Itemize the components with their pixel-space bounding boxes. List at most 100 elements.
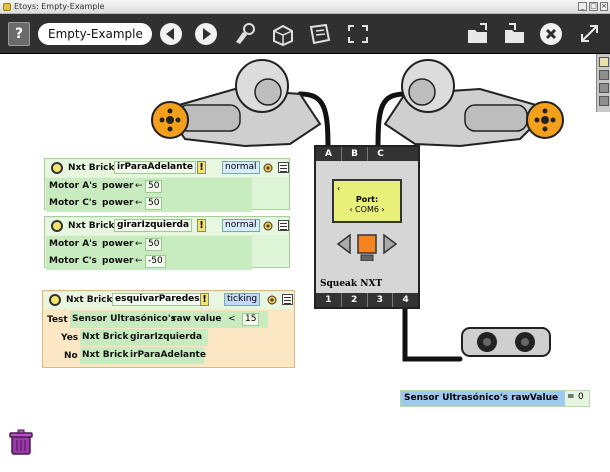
- script-run-toggle[interactable]: [51, 162, 63, 174]
- open-folder-icon[interactable]: [465, 22, 491, 46]
- script-irParaAdelante[interactable]: Nxt Brick irParaAdelante ! normal Motor …: [44, 158, 290, 212]
- row-value[interactable]: -50: [145, 255, 166, 268]
- script-run-toggle[interactable]: [49, 294, 61, 306]
- port-1-label: 1: [316, 293, 342, 307]
- yes-label: Yes: [61, 333, 79, 343]
- script-name[interactable]: esquivarParedes: [112, 293, 203, 306]
- script-row[interactable]: Motor C's power ← 50: [46, 195, 252, 212]
- paint-icon[interactable]: [232, 22, 258, 46]
- script-row[interactable]: Motor A's power ← 50: [46, 236, 252, 253]
- row-target: Motor C's: [49, 256, 97, 266]
- script-fire-button[interactable]: !: [197, 161, 206, 174]
- supplies-icon[interactable]: [270, 22, 296, 46]
- row-property[interactable]: power: [102, 198, 134, 208]
- sensor-watcher[interactable]: Sensor Ultrasónico's rawValue = 0: [400, 390, 590, 407]
- help-button[interactable]: ?: [8, 22, 30, 46]
- window-titlebar: Etoys: Empty-Example _ □ ×: [0, 0, 610, 14]
- nxt-label: Squeak NXT: [320, 279, 383, 289]
- close-window-button[interactable]: ×: [600, 2, 608, 11]
- flap-tab-tools[interactable]: [599, 70, 609, 80]
- nxt-screen-left: ‹: [337, 184, 341, 193]
- flip-icon[interactable]: [307, 22, 333, 46]
- test-value[interactable]: 15: [242, 313, 260, 326]
- menu-icon[interactable]: [282, 294, 293, 305]
- script-row[interactable]: Motor C's power ← -50: [46, 253, 252, 270]
- forward-arrow-icon: [203, 28, 211, 40]
- yes-script[interactable]: girarIzquierda: [130, 332, 203, 342]
- forward-button[interactable]: [195, 23, 217, 45]
- nxt-left-button: [336, 233, 351, 255]
- flap-tab-supplies[interactable]: [599, 57, 609, 67]
- row-value[interactable]: 50: [145, 238, 163, 251]
- help-icon: ?: [14, 26, 24, 42]
- gear-icon[interactable]: [262, 162, 274, 174]
- trash-icon[interactable]: [8, 428, 34, 456]
- expand-icon[interactable]: [577, 22, 603, 46]
- row-value[interactable]: 50: [145, 180, 163, 193]
- script-header: Nxt Brick esquivarParedes ! ticking: [44, 292, 293, 309]
- row-property[interactable]: power: [102, 256, 134, 266]
- test-label: Test: [47, 315, 68, 325]
- script-name[interactable]: girarIzquierda: [114, 219, 193, 232]
- menu-icon[interactable]: [278, 162, 289, 173]
- close-button[interactable]: [540, 23, 562, 45]
- script-run-toggle[interactable]: [51, 220, 63, 232]
- row-target: Motor A's: [49, 181, 98, 191]
- port-a-label: A: [316, 147, 342, 161]
- test-property[interactable]: raw value: [172, 314, 222, 324]
- row-target: Motor A's: [49, 239, 98, 249]
- no-script[interactable]: irParaAdelante: [130, 350, 206, 360]
- script-status-select[interactable]: ticking: [224, 293, 261, 306]
- save-folder-icon[interactable]: [502, 22, 528, 46]
- port-2-label: 2: [342, 293, 368, 307]
- minimize-button[interactable]: _: [578, 2, 587, 11]
- row-operator: ←: [135, 181, 143, 191]
- script-esquivarParedes[interactable]: Nxt Brick esquivarParedes ! ticking Test…: [42, 290, 295, 368]
- robot-illustration: [151, 59, 564, 362]
- nxt-right-button: [383, 233, 398, 255]
- test-target: Sensor Ultrasónico's: [72, 314, 176, 324]
- watcher-value: 0: [578, 392, 584, 402]
- test-operator[interactable]: <: [228, 314, 236, 324]
- row-property[interactable]: power: [102, 181, 134, 191]
- script-status-select[interactable]: normal: [222, 161, 260, 174]
- port-b-label: B: [342, 147, 368, 161]
- window-title: Etoys: Empty-Example: [14, 2, 105, 11]
- row-value[interactable]: 50: [145, 197, 163, 210]
- script-name[interactable]: irParaAdelante: [114, 161, 196, 174]
- gear-icon[interactable]: [266, 294, 278, 306]
- project-name-field[interactable]: Empty-Example: [38, 23, 152, 45]
- script-fire-button[interactable]: !: [200, 293, 209, 306]
- row-operator: ←: [135, 198, 143, 208]
- watcher-equals: =: [567, 392, 575, 402]
- flap-tab-navigator[interactable]: [599, 96, 609, 106]
- nxt-screen-title: Port:: [355, 195, 379, 204]
- nxt-buttons: [336, 233, 398, 261]
- script-header: Nxt Brick girarIzquierda ! normal: [46, 218, 289, 235]
- script-fire-button[interactable]: !: [197, 219, 206, 232]
- flap-tab-widgets[interactable]: [599, 83, 609, 93]
- script-owner: Nxt Brick: [66, 295, 113, 305]
- script-row[interactable]: Motor A's power ← 50: [46, 178, 252, 195]
- test-condition[interactable]: Sensor Ultrasónico's raw value < 15: [70, 311, 268, 328]
- no-action[interactable]: Nxt Brick irParaAdelante: [80, 347, 206, 364]
- row-target: Motor C's: [49, 198, 97, 208]
- nxt-enter-button: [357, 234, 377, 254]
- row-property[interactable]: power: [102, 239, 134, 249]
- nxt-brick[interactable]: A B C ‹ Port: ‹ COM6 › Squeak NXT 1 2 3 …: [314, 145, 420, 309]
- nxt-screen-value: ‹ COM6 ›: [349, 205, 385, 214]
- row-operator: ←: [135, 239, 143, 249]
- no-target: Nxt Brick: [82, 350, 129, 360]
- back-button[interactable]: [160, 23, 182, 45]
- yes-action[interactable]: Nxt Brick girarIzquierda: [80, 329, 208, 346]
- menu-icon[interactable]: [278, 220, 289, 231]
- back-arrow-icon: [166, 28, 174, 40]
- maximize-button[interactable]: □: [589, 2, 598, 11]
- fullscreen-icon[interactable]: [345, 22, 371, 46]
- gear-icon[interactable]: [262, 220, 274, 232]
- toolbar: ? Empty-Example: [0, 14, 610, 54]
- script-girarIzquierda[interactable]: Nxt Brick girarIzquierda ! normal Motor …: [44, 216, 290, 270]
- yes-target: Nxt Brick: [82, 332, 129, 342]
- script-status-select[interactable]: normal: [222, 219, 260, 232]
- close-icon: [545, 28, 557, 40]
